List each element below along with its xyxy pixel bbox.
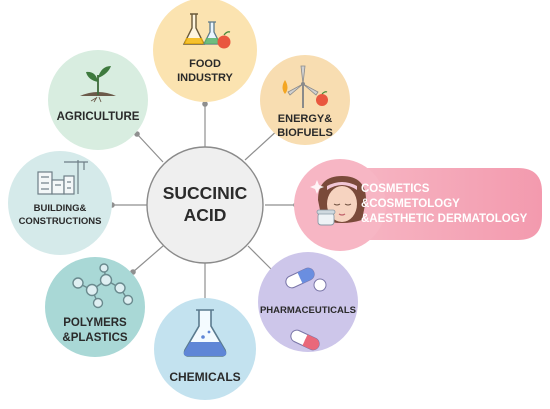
node-food-industry: FOOD INDUSTRY — [153, 0, 257, 102]
seedling-sprout-icon — [80, 66, 116, 103]
node-building-label-2: CONSTRUCTIONS — [19, 216, 102, 227]
hub-label-2: ACID — [184, 205, 227, 225]
node-pharma-label: PHARMACEUTICALS — [260, 305, 356, 316]
node-agriculture: AGRICULTURE — [48, 50, 148, 150]
node-agriculture-label: AGRICULTURE — [57, 111, 140, 123]
node-pharma-circle — [258, 252, 358, 352]
node-energy-circle — [260, 55, 350, 145]
buildings-with-crane-icon — [37, 160, 88, 195]
node-food-label-2: INDUSTRY — [177, 72, 233, 84]
hub-succinic-acid: SUCCINIC ACID — [146, 146, 264, 264]
node-chemicals-label: CHEMICALS — [169, 370, 240, 384]
node-building-constructions: BUILDING& CONSTRUCTIONS — [8, 151, 112, 255]
node-polymers-label-2: &PLASTICS — [62, 332, 128, 344]
capsule-pills-icon — [285, 267, 327, 351]
woman-face-with-cream-jar-icon — [310, 176, 366, 226]
spoke-dot-food — [202, 101, 208, 107]
node-agriculture-circle — [48, 50, 148, 150]
erlenmeyer-flask-icon — [183, 309, 227, 357]
node-cosmetics: COSMETICS &COSMETOLOGY &AESTHETIC DERMAT… — [294, 159, 542, 251]
lab-flasks-with-apple-icon — [182, 13, 231, 49]
spoke-dot-agriculture — [134, 131, 140, 137]
node-energy-label-1: ENERGY& — [278, 113, 332, 125]
node-cosmetics-label-2: &COSMETOLOGY — [361, 198, 460, 210]
spoke-polymers — [132, 245, 164, 273]
node-energy-biofuels: ENERGY& BIOFUELS — [260, 55, 350, 145]
spoke-energy — [244, 127, 281, 161]
molecule-network-icon — [72, 263, 134, 309]
node-food-label-1: FOOD — [189, 58, 221, 70]
node-building-circle — [8, 151, 112, 255]
node-building-label-1: BUILDING& — [34, 203, 87, 214]
node-polymers-plastics: POLYMERS &PLASTICS — [45, 257, 145, 357]
node-chemicals: CHEMICALS — [154, 298, 256, 400]
node-cosmetics-label-1: COSMETICS — [361, 183, 430, 195]
node-cosmetics-label-3: &AESTHETIC DERMATOLOGY — [361, 213, 528, 225]
node-pharmaceuticals: PHARMACEUTICALS — [258, 252, 358, 352]
hub-label-1: SUCCINIC — [163, 183, 248, 203]
hub-circle — [146, 146, 264, 264]
node-polymers-label-1: POLYMERS — [63, 317, 127, 329]
spoke-agriculture — [136, 133, 164, 163]
spoke-dot-polymers — [130, 269, 136, 275]
node-energy-label-2: BIOFUELS — [277, 127, 333, 139]
wind-turbine-with-drop-and-apple-icon — [282, 65, 328, 108]
node-food-circle — [153, 0, 257, 102]
node-cosmetics-banner — [330, 168, 542, 240]
